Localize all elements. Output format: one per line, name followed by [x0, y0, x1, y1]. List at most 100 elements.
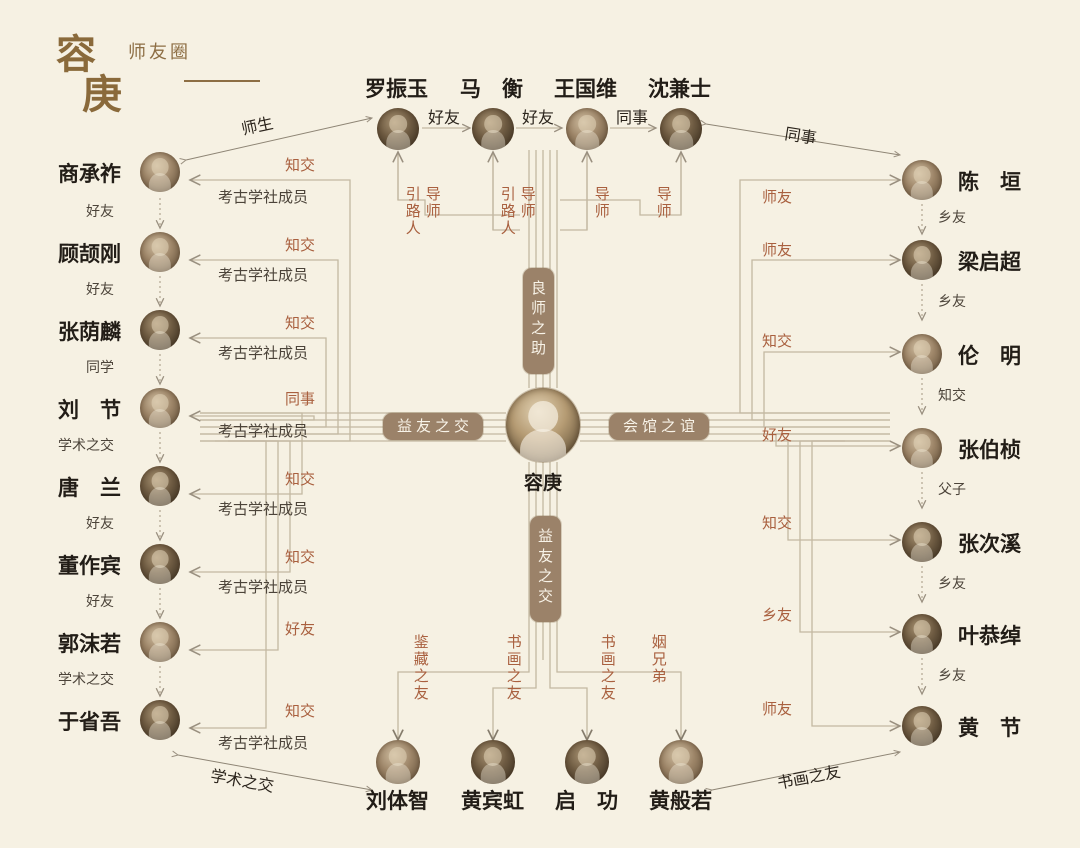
left-avatar-2[interactable] [140, 310, 180, 350]
edge-label-up-1-a: 引路人 [498, 186, 517, 237]
chain-label-right-3: 父子 [938, 482, 966, 498]
chain-label-left-4: 好友 [86, 516, 114, 532]
top-avatar-0[interactable] [377, 108, 419, 150]
edge-label-left-red-5: 知交 [285, 548, 316, 566]
logo-divider [184, 80, 260, 82]
edge-label-bottom-0: 鉴藏之友 [411, 634, 430, 702]
left-avatar-4[interactable] [140, 466, 180, 506]
right-avatar-6[interactable] [902, 706, 942, 746]
logo: 容 庚 师友圈 [52, 22, 260, 118]
edge-label-right-red-2: 知交 [762, 332, 793, 350]
top-avatar-3[interactable] [660, 108, 702, 150]
edge-label-left-red-6: 好友 [285, 620, 316, 638]
left-node-name-2: 张荫麟 [58, 319, 121, 344]
right-avatar-3[interactable] [902, 428, 942, 468]
edge-label-left-gray-4: 考古学社成员 [218, 500, 309, 518]
left-node-name-5: 董作宾 [58, 553, 121, 578]
edge-label-left-gray-7: 考古学社成员 [218, 734, 309, 752]
right-node-name-0: 陈 垣 [958, 169, 1021, 194]
left-avatar-6[interactable] [140, 622, 180, 662]
edge-label-left-gray-0: 考古学社成员 [218, 188, 309, 206]
center-node-name: 容庚 [523, 472, 562, 494]
edge-label-bottom-3: 姻兄弟 [649, 634, 668, 685]
bottom-node-name-1: 黄宾虹 [461, 788, 524, 813]
left-node-name-4: 唐 兰 [58, 475, 121, 500]
right-node-name-3: 张伯桢 [958, 437, 1021, 462]
right-node-name-2: 伦 明 [958, 343, 1021, 368]
bottom-avatar-1[interactable] [471, 740, 515, 784]
logo-subtitle: 师友圈 [128, 42, 191, 63]
right-avatar-1[interactable] [902, 240, 942, 280]
left-node-name-7: 于省吾 [58, 709, 121, 734]
top-node-name-0: 罗振玉 [365, 76, 428, 101]
edge-label-right-red-4: 知交 [762, 514, 793, 532]
edge-label-left-gray-2: 考古学社成员 [218, 344, 309, 362]
logo-name-char2: 庚 [82, 71, 122, 118]
bottom-avatar-2[interactable] [565, 740, 609, 784]
bottom-avatar-3[interactable] [659, 740, 703, 784]
center-avatar-rong-geng[interactable] [506, 388, 580, 462]
edge-label-top-0-1: 好友 [428, 108, 461, 127]
edge-label-left-red-7: 知交 [285, 702, 316, 720]
top-node-name-3: 沈兼士 [648, 76, 711, 101]
left-avatar-3[interactable] [140, 388, 180, 428]
bottom-node-name-2: 启 功 [555, 788, 618, 813]
right-avatar-2[interactable] [902, 334, 942, 374]
left-node-name-3: 刘 节 [58, 397, 121, 422]
left-node-name-0: 商承祚 [58, 161, 121, 186]
badge-left-friends[interactable]: 益友之交 [383, 413, 484, 440]
edge-label-bottom-1: 书画之友 [504, 634, 523, 702]
right-node-name-5: 叶恭绰 [958, 623, 1021, 648]
edge-label-left-red-1: 知交 [285, 236, 316, 254]
edge-label-right-red-3: 好友 [762, 426, 793, 444]
right-node-name-1: 梁启超 [958, 249, 1021, 274]
badge-bottom-friends[interactable]: 益友之交 [530, 516, 561, 622]
left-avatar-1[interactable] [140, 232, 180, 272]
bottom-node-name-0: 刘体智 [366, 788, 429, 813]
left-node-name-1: 顾颉刚 [58, 241, 121, 266]
edge-label-bottom-2: 书画之友 [598, 634, 617, 702]
badge-right-guild[interactable]: 会馆之谊 [609, 413, 710, 440]
edge-label-left-red-3: 同事 [285, 390, 316, 408]
chain-label-left-0: 好友 [86, 204, 114, 220]
edge-label-up-0-b: 导师 [423, 186, 442, 220]
edge-label-left-red-2: 知交 [285, 314, 316, 332]
edge-label-right-red-1: 师友 [762, 241, 793, 259]
chain-label-right-4: 乡友 [938, 576, 966, 592]
chain-label-left-5: 好友 [86, 594, 114, 610]
right-avatar-0[interactable] [902, 160, 942, 200]
chain-label-left-2: 同学 [86, 360, 114, 376]
right-node-name-6: 黄 节 [958, 715, 1021, 740]
top-avatar-1[interactable] [472, 108, 514, 150]
chain-label-right-1: 乡友 [938, 294, 966, 310]
edge-label-top-1-2: 好友 [522, 108, 555, 127]
logo-name-char1: 容 [56, 31, 97, 78]
chain-label-left-6: 学术之交 [58, 672, 114, 688]
edge-label-left-red-4: 知交 [285, 470, 316, 488]
top-avatar-2[interactable] [566, 108, 608, 150]
top-node-name-2: 王国维 [554, 76, 617, 101]
bottom-avatar-0[interactable] [376, 740, 420, 784]
left-node-name-6: 郭沫若 [58, 631, 121, 656]
edge-label-right-red-5: 乡友 [762, 606, 793, 624]
right-avatar-4[interactable] [902, 522, 942, 562]
chain-label-right-5: 乡友 [938, 668, 966, 684]
chain-label-right-2: 知交 [938, 388, 966, 404]
left-avatar-7[interactable] [140, 700, 180, 740]
edge-label-left-gray-3: 考古学社成员 [218, 422, 309, 440]
edge-label-left-red-0: 知交 [285, 156, 316, 174]
chain-label-left-1: 好友 [86, 282, 114, 298]
edge-label-up-3-a: 导师 [654, 186, 673, 220]
right-node-name-4: 张次溪 [958, 531, 1021, 556]
edge-label-up-0-a: 引路人 [403, 186, 422, 237]
badge-top-mentors[interactable]: 良师之助 [523, 268, 554, 374]
edge-label-right-red-0: 师友 [762, 188, 793, 206]
edge-label-left-gray-5: 考古学社成员 [218, 578, 309, 596]
right-avatar-5[interactable] [902, 614, 942, 654]
left-avatar-0[interactable] [140, 152, 180, 192]
left-avatar-5[interactable] [140, 544, 180, 584]
chain-label-left-3: 学术之交 [58, 438, 114, 454]
chain-label-right-0: 乡友 [938, 210, 966, 226]
edge-label-right-red-6: 师友 [762, 700, 793, 718]
